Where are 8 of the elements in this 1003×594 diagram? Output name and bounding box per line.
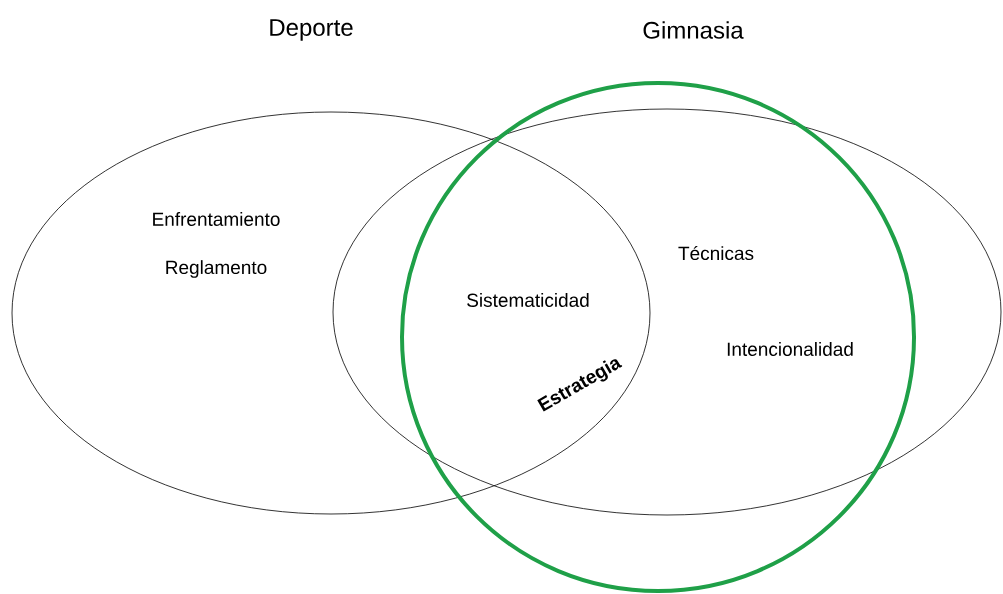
circle-outline: [400, 81, 916, 593]
heading: Gimnasia: [643, 21, 744, 39]
region-label: Técnicas: [678, 245, 754, 261]
region-label: Intencionalidad: [727, 342, 853, 356]
item-text: Enfrentamiento: [153, 212, 280, 226]
region-label: Sistematicidad: [467, 293, 589, 307]
item-text: Reglamento: [166, 260, 267, 278]
heading: Deporte: [270, 19, 353, 41]
